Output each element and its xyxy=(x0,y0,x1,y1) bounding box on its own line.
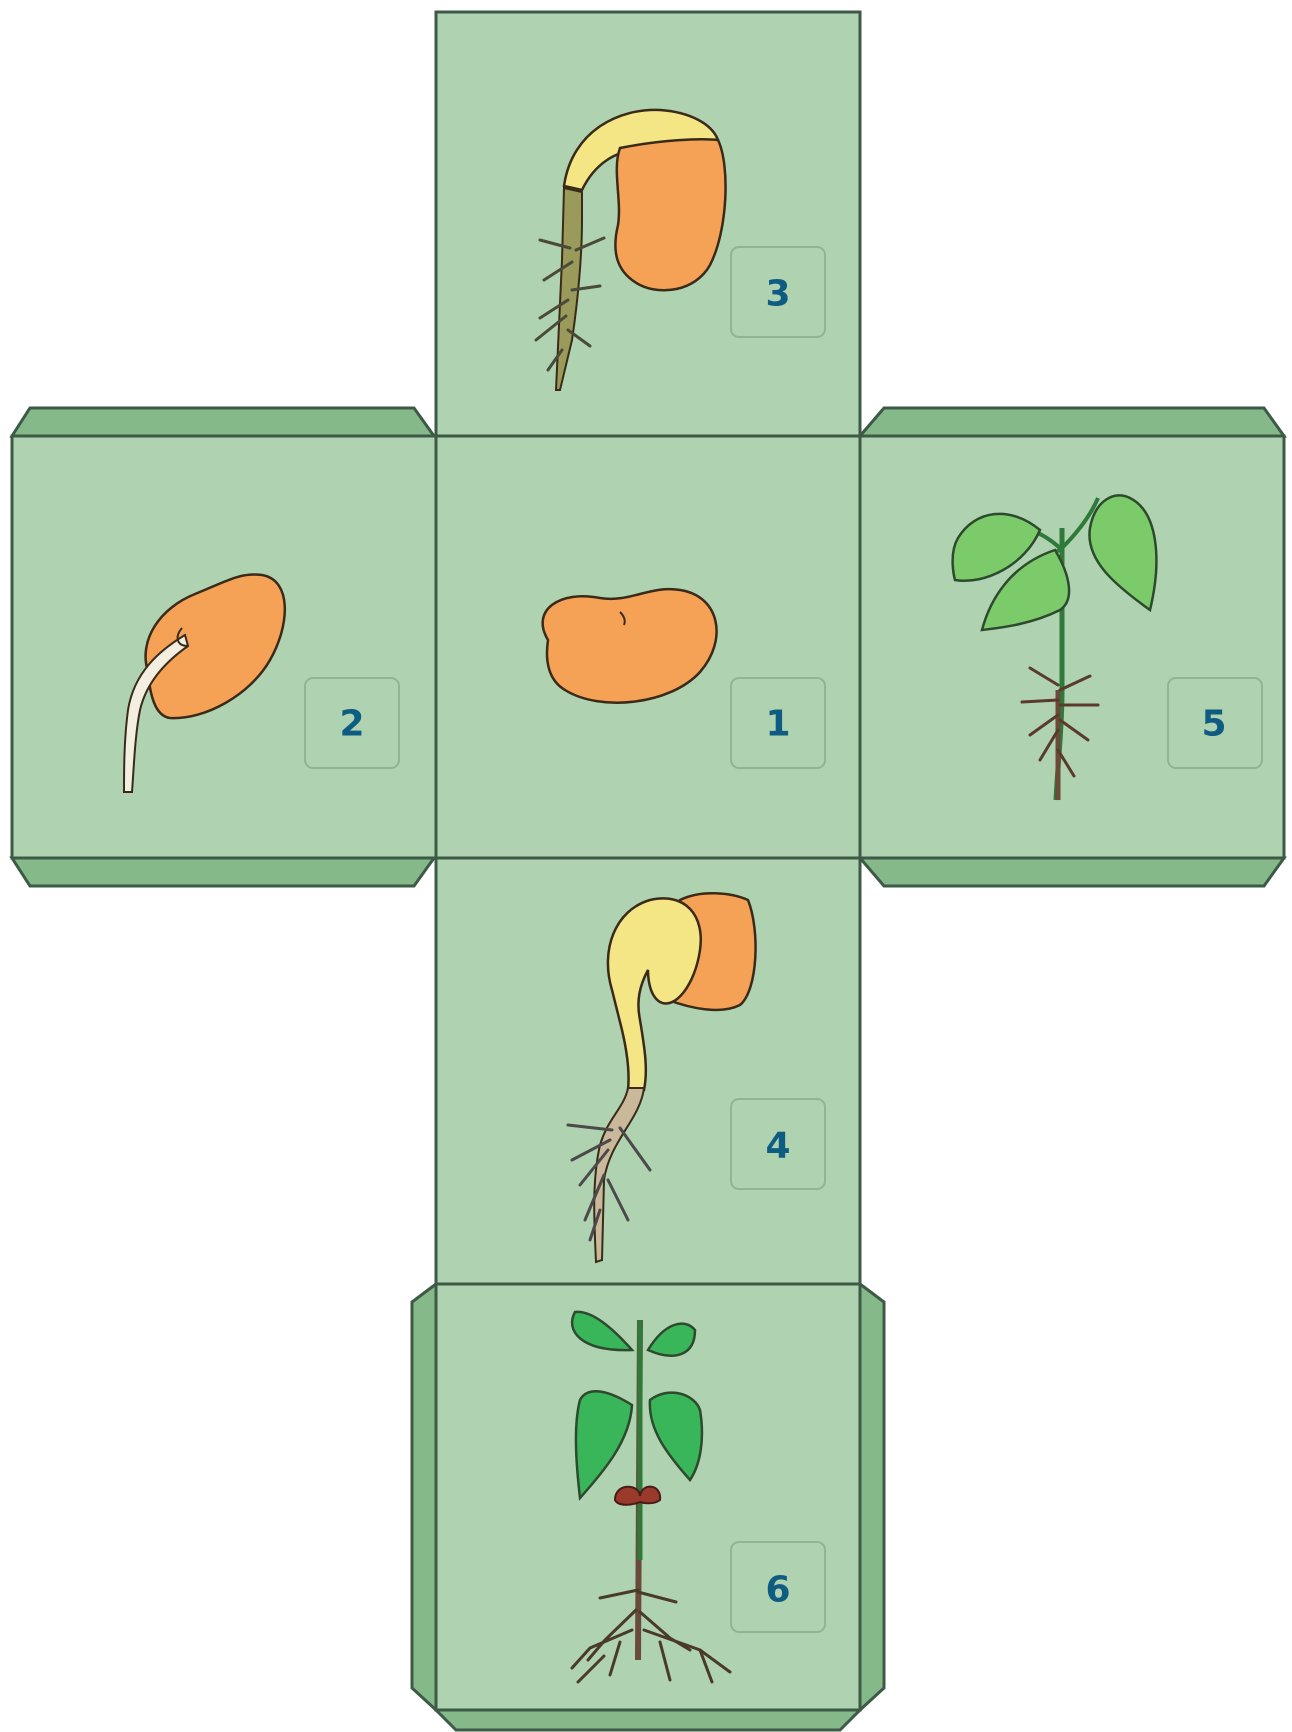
number-badge-1: 1 xyxy=(731,678,825,768)
tab-bottom-left xyxy=(412,1284,436,1710)
cotyledon-remains xyxy=(615,1487,660,1505)
tab-bottom xyxy=(436,1710,860,1730)
face-number-3: 3 xyxy=(765,274,790,315)
tab-left-bottom xyxy=(12,858,434,886)
tab-bottom-right xyxy=(860,1284,884,1710)
number-badge-3: 3 xyxy=(731,247,825,337)
face-number-1: 1 xyxy=(765,704,790,745)
number-badge-4: 4 xyxy=(731,1099,825,1189)
face-5 xyxy=(860,436,1284,858)
tab-right-bottom xyxy=(860,858,1284,886)
face-number-5: 5 xyxy=(1201,704,1226,745)
tab-left-top xyxy=(12,408,434,436)
tab-right-top xyxy=(860,408,1284,436)
face-number-2: 2 xyxy=(339,704,364,745)
number-badge-6: 6 xyxy=(731,1542,825,1632)
face-number-6: 6 xyxy=(765,1570,790,1611)
number-badge-2: 2 xyxy=(305,678,399,768)
face-number-4: 4 xyxy=(765,1126,790,1167)
number-badge-5: 5 xyxy=(1168,678,1262,768)
